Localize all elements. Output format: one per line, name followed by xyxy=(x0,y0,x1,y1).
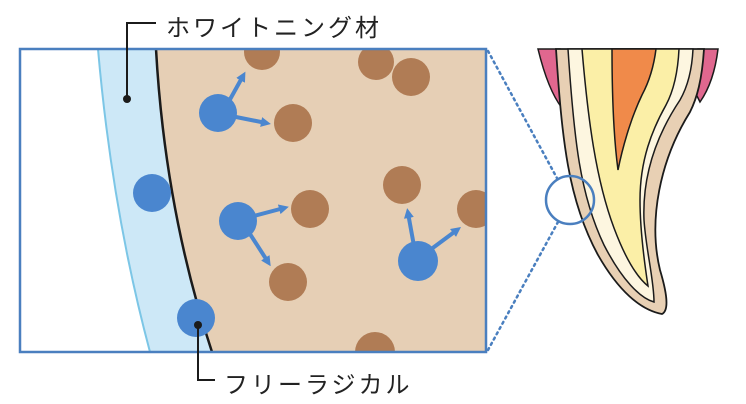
free-radicals xyxy=(133,94,438,337)
arrow xyxy=(428,227,462,252)
arrow xyxy=(248,232,271,267)
arrow xyxy=(403,208,416,247)
stain-particle xyxy=(244,49,280,70)
radical-particle xyxy=(177,299,215,337)
label-free-radical: フリーラジカル xyxy=(224,371,413,399)
label-whitening-material: ホワイトニング材 xyxy=(166,14,382,42)
arrow xyxy=(230,114,271,127)
radical-particle xyxy=(133,174,171,212)
radical-particle xyxy=(398,241,438,281)
magnifier-circle xyxy=(544,174,596,226)
zoom-panel xyxy=(20,49,486,352)
reaction-arrows xyxy=(226,71,462,267)
stain-particle xyxy=(291,190,329,228)
radical-particle xyxy=(199,94,237,132)
stain-particle xyxy=(457,190,486,228)
stain-particle xyxy=(383,166,421,204)
zoom-connectors xyxy=(486,49,560,352)
radical-particle xyxy=(219,202,257,240)
zoom-frame xyxy=(18,47,488,354)
pulp xyxy=(611,48,657,171)
leader-lines xyxy=(123,22,215,381)
whitening-edge xyxy=(97,49,151,352)
stain-particles xyxy=(244,49,486,352)
stain-particle xyxy=(269,263,307,301)
arrow xyxy=(226,71,246,104)
stain-particle xyxy=(358,49,394,80)
stain-particle xyxy=(355,332,395,352)
stain-particle xyxy=(274,104,312,142)
arrow xyxy=(253,204,289,218)
inner-dentin xyxy=(581,48,680,288)
tooth-illustration xyxy=(537,48,719,315)
stain-particle xyxy=(392,58,430,96)
